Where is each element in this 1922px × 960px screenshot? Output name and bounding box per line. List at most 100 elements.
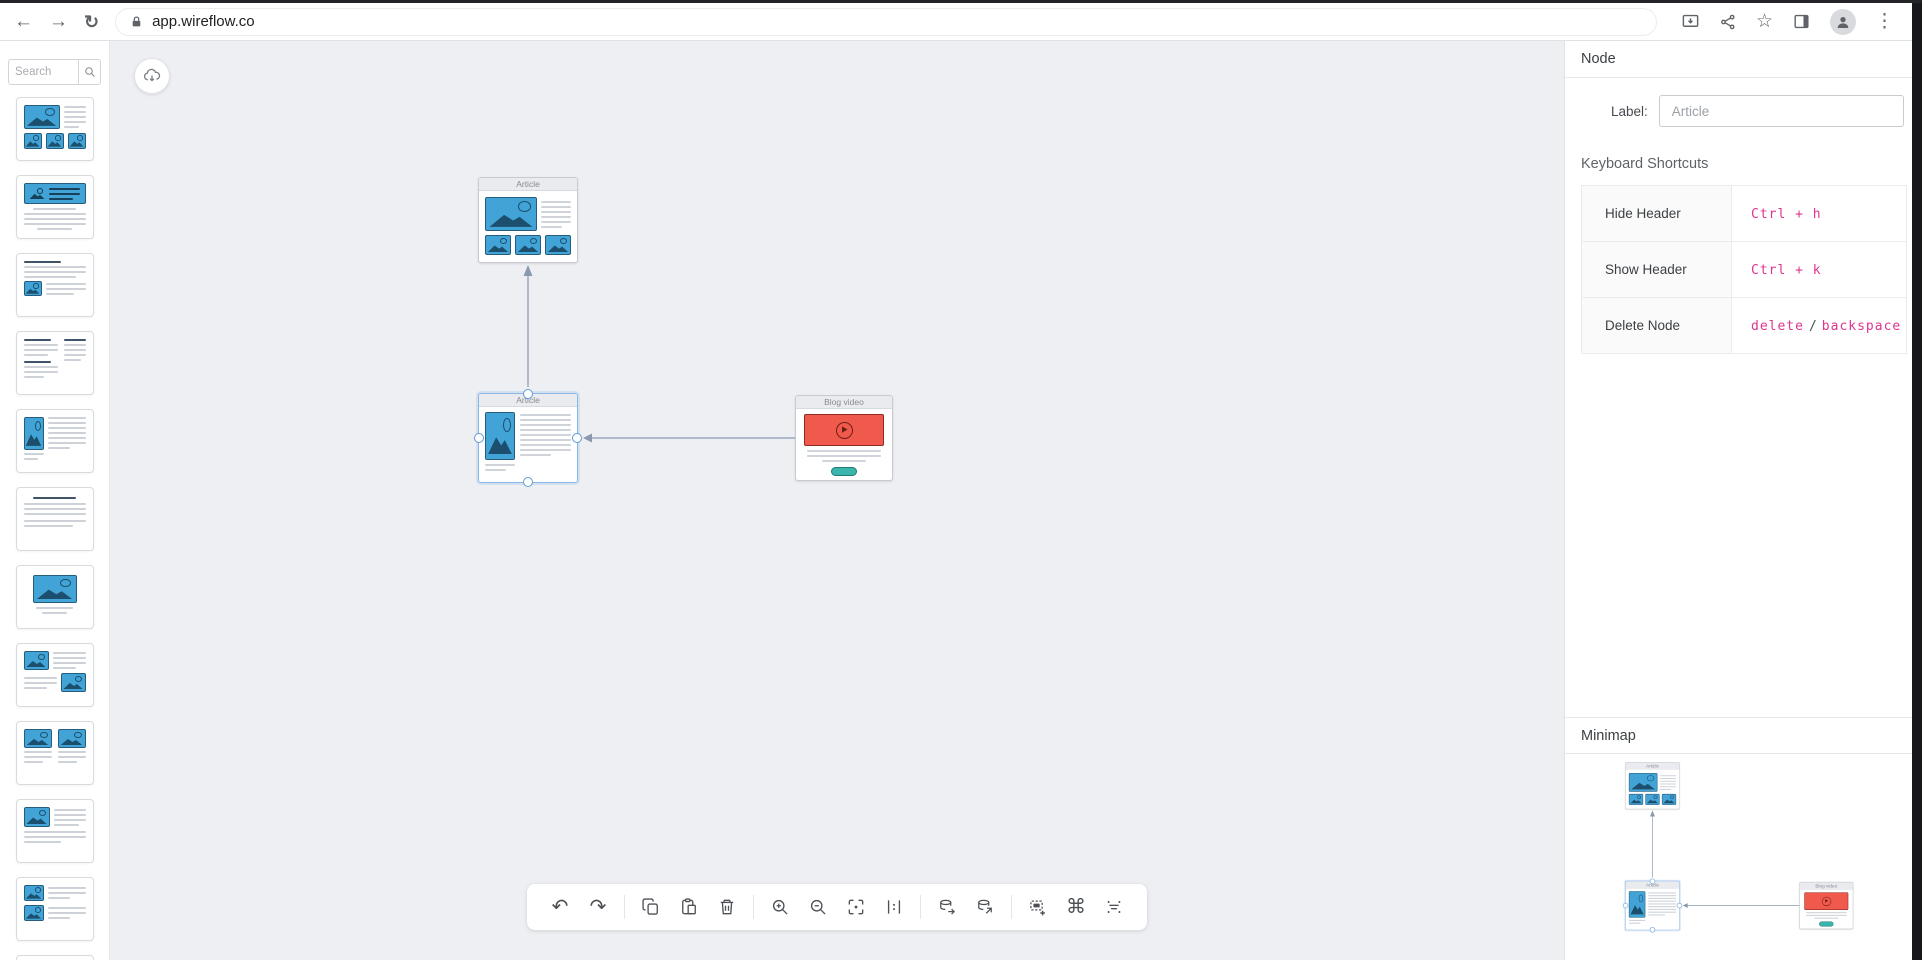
minimap-title: Minimap <box>1565 717 1922 754</box>
component-thumb-image-with-caption[interactable] <box>15 565 94 629</box>
node-blog-video[interactable]: Blog video <box>1799 881 1854 930</box>
reload-button[interactable]: ↻ <box>84 11 100 32</box>
component-thumb-text-with-image[interactable] <box>15 253 94 317</box>
node-label: Article <box>1646 881 1659 888</box>
minimap-flow-graph: Article Article <box>1622 762 1854 933</box>
component-thumb-image-text-zigzag[interactable] <box>15 643 94 707</box>
node-blog-video[interactable]: Blog video <box>795 395 893 481</box>
component-list <box>0 97 109 960</box>
node-label: Blog video <box>824 397 864 407</box>
video-placeholder <box>1804 892 1849 910</box>
node-handle-right[interactable] <box>572 433 582 443</box>
cloud-upload-icon <box>143 68 161 82</box>
component-thumb-image-list[interactable] <box>15 877 94 941</box>
node-article-selected[interactable]: Article <box>1622 878 1683 933</box>
bookmark-star-icon[interactable]: ☆ <box>1755 11 1773 32</box>
import-flow-icon[interactable] <box>928 888 966 926</box>
shortcuts-title: Keyboard Shortcuts <box>1581 156 1709 172</box>
command-key-icon[interactable]: ⌘ <box>1066 896 1086 918</box>
profile-avatar[interactable] <box>1830 8 1856 35</box>
shortcut-row: Hide Header Ctrl + h <box>1581 185 1907 242</box>
shortcut-key: delete <box>1751 318 1804 334</box>
shortcut-key: Ctrl + h <box>1751 206 1822 222</box>
label-caption: Label: <box>1611 103 1648 119</box>
export-flow-icon[interactable] <box>966 888 1004 926</box>
node-article-top[interactable]: Article <box>478 177 578 263</box>
spacing-icon[interactable] <box>875 888 913 926</box>
cloud-upload-button[interactable] <box>134 58 170 94</box>
node-handle-top[interactable] <box>523 389 533 399</box>
kebab-menu-icon[interactable]: ⋮ <box>1875 11 1894 32</box>
play-icon <box>1821 896 1831 906</box>
shortcut-row: Delete Node delete/backspace <box>1581 297 1907 354</box>
forward-button[interactable]: → <box>49 11 68 32</box>
toolbar-divider <box>920 895 921 919</box>
shortcut-key-separator: / <box>1808 318 1817 334</box>
zoom-out-icon[interactable] <box>799 888 837 926</box>
node-article-selected[interactable]: Article <box>474 389 582 487</box>
node-handle-bottom[interactable] <box>1649 927 1656 933</box>
shortcuts-table: Hide Header Ctrl + h Show Header Ctrl + … <box>1581 185 1907 354</box>
component-thumb-partial[interactable] <box>15 955 94 960</box>
shortcut-action: Delete Node <box>1581 297 1732 354</box>
select-add-icon[interactable] <box>1019 888 1057 926</box>
fit-view-icon[interactable] <box>837 888 875 926</box>
component-thumb-image-with-paragraph[interactable] <box>15 799 94 863</box>
node-handle-bottom[interactable] <box>523 477 533 487</box>
node-label: Article <box>516 395 540 405</box>
components-sidebar <box>0 41 110 960</box>
toolbar-divider <box>753 895 754 919</box>
component-thumb-image-gallery[interactable] <box>15 97 94 161</box>
side-panel-icon[interactable] <box>1792 12 1811 31</box>
search-icon[interactable] <box>78 60 100 84</box>
flow-graph: Article Article <box>474 177 893 487</box>
node-header: Blog video <box>1799 882 1853 890</box>
play-icon <box>835 421 853 439</box>
url-bar[interactable]: app.wireflow.co <box>115 7 1657 36</box>
url-text: app.wireflow.co <box>152 13 255 30</box>
lock-icon <box>130 15 143 29</box>
component-thumb-portrait-image-article[interactable] <box>15 409 94 473</box>
search-box <box>8 59 101 85</box>
node-header: Article <box>1625 881 1680 889</box>
node-label: Blog video <box>1815 883 1838 889</box>
install-app-icon[interactable] <box>1681 12 1700 31</box>
search-input[interactable] <box>9 66 78 78</box>
node-settings-panel: Node Label: Keyboard Shortcuts Hide Head… <box>1564 41 1922 960</box>
redo-icon[interactable]: ↷ <box>589 896 607 918</box>
node-label: Article <box>516 179 540 189</box>
share-icon[interactable] <box>1719 13 1737 31</box>
canvas-toolbar: ↶ ↷ <box>527 884 1147 930</box>
node-handle-left[interactable] <box>474 433 484 443</box>
window-edge <box>1912 0 1922 960</box>
node-header: Article <box>1625 762 1680 770</box>
delete-icon[interactable] <box>708 888 746 926</box>
browser-toolbar: ← → ↻ app.wireflow.co ☆ ⋮ <box>0 0 1922 41</box>
node-handle-top[interactable] <box>1649 878 1656 885</box>
undo-icon[interactable]: ↶ <box>551 896 569 918</box>
paste-icon[interactable] <box>670 888 708 926</box>
button-placeholder <box>831 467 857 476</box>
copy-icon[interactable] <box>632 888 670 926</box>
minimap-viewport[interactable]: Article Article <box>1565 754 1922 960</box>
node-label-input[interactable] <box>1658 95 1904 127</box>
button-placeholder <box>1819 921 1834 927</box>
browser-actions: ☆ ⋮ <box>1681 8 1894 35</box>
component-thumb-two-images-grid[interactable] <box>15 721 94 785</box>
shortcut-action: Hide Header <box>1581 185 1732 242</box>
shortcut-action: Show Header <box>1581 241 1732 298</box>
component-thumb-hero-banner[interactable] <box>15 175 94 239</box>
node-article-top[interactable]: Article <box>1625 762 1680 810</box>
toolbar-divider <box>1011 895 1012 919</box>
back-button[interactable]: ← <box>14 11 33 32</box>
video-placeholder <box>804 414 884 446</box>
node-handle-right[interactable] <box>1676 902 1683 909</box>
panel-title: Node <box>1565 41 1922 78</box>
component-thumb-two-column-text[interactable] <box>15 331 94 395</box>
flow-canvas[interactable]: Article Article <box>110 41 1564 960</box>
component-thumb-title-paragraph[interactable] <box>15 487 94 551</box>
node-handle-left[interactable] <box>1622 902 1629 909</box>
zoom-in-icon[interactable] <box>761 888 799 926</box>
toolbar-divider <box>624 895 625 919</box>
align-center-icon[interactable] <box>1095 888 1133 926</box>
